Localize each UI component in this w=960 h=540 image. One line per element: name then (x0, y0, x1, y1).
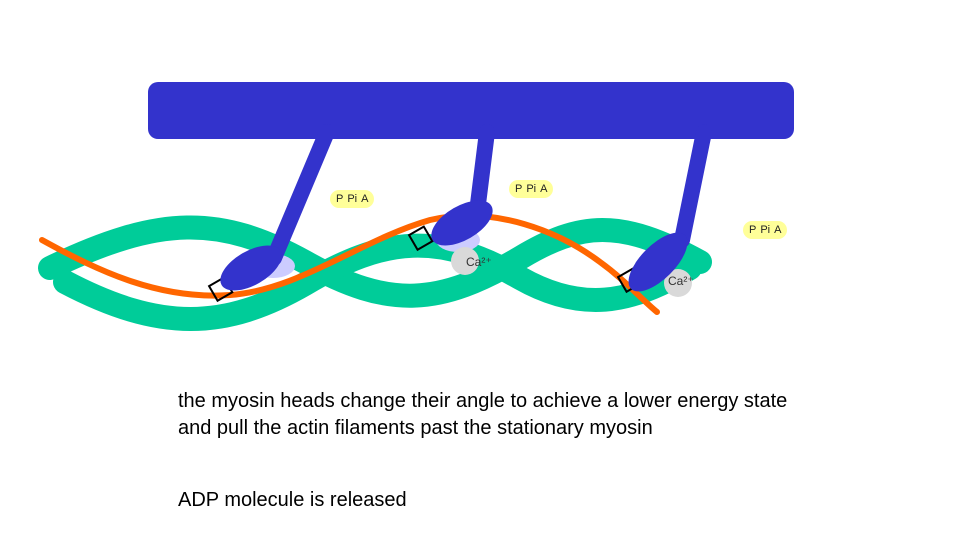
phosphate-label: Pi (760, 224, 770, 236)
phosphate-adp-group: P Pi A (509, 180, 553, 198)
myosin-neck (477, 132, 487, 212)
phosphate-label: P (336, 193, 343, 205)
calcium-label: Ca²⁺ (668, 274, 694, 288)
adp-release-text: ADP molecule is released (178, 487, 798, 514)
adp-label: A (774, 224, 781, 236)
phosphate-label: P (749, 224, 756, 236)
description-text: the myosin heads change their angle to a… (178, 388, 798, 442)
phosphate-adp-group: P Pi A (743, 221, 787, 239)
adp-label: A (361, 193, 368, 205)
calcium-label: Ca²⁺ (466, 255, 492, 269)
adp-label: A (540, 183, 547, 195)
myosin-neck (274, 132, 327, 258)
phosphate-label: Pi (347, 193, 357, 205)
phosphate-label: P (515, 183, 522, 195)
phosphate-adp-group: P Pi A (330, 190, 374, 208)
phosphate-label: Pi (526, 183, 536, 195)
myosin-neck (682, 132, 704, 240)
